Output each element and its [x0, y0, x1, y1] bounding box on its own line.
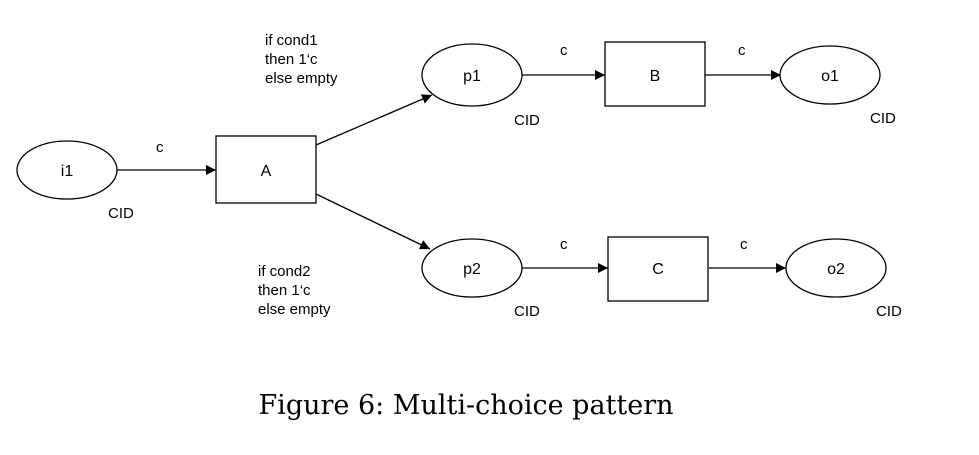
- arc-A-to-p2: [315, 193, 431, 250]
- transition-B: [604, 41, 706, 107]
- transition-B-label: B: [650, 68, 661, 85]
- place-o1: [779, 45, 881, 105]
- guard-p2-line-1: if cond2: [258, 263, 311, 280]
- place-p1-label: p1: [463, 68, 481, 85]
- transition-A: [215, 135, 317, 204]
- place-o2: [785, 238, 887, 298]
- arc-p2-C-inscription: c: [560, 236, 568, 253]
- transition-A-label: A: [261, 163, 272, 180]
- guard-p2-line-3: else empty: [258, 301, 331, 318]
- place-o2-colorset: CID: [876, 303, 902, 320]
- arc-A-to-p1: [315, 94, 433, 146]
- place-p1: [421, 43, 523, 107]
- place-p1-colorset: CID: [514, 112, 540, 129]
- place-i1-label: i1: [61, 163, 74, 180]
- place-i1: [16, 140, 118, 200]
- guard-p2-line-2: then 1‘c: [258, 282, 311, 299]
- place-o2-label: o2: [827, 261, 845, 278]
- arc-p1-B-inscription: c: [560, 42, 568, 59]
- arc-B-o1-inscription: c: [738, 42, 746, 59]
- transition-C: [607, 236, 709, 302]
- place-o1-label: o1: [821, 68, 839, 85]
- transition-C-label: C: [652, 261, 664, 278]
- guard-p1-line-2: then 1‘c: [265, 51, 318, 68]
- place-i1-colorset: CID: [108, 205, 134, 222]
- place-p2-label: p2: [463, 261, 481, 278]
- arc-i1-A-inscription: c: [156, 139, 164, 156]
- figure-caption: Figure 6: Multi-choice pattern: [258, 390, 673, 421]
- place-p2: [421, 238, 523, 298]
- place-p2-colorset: CID: [514, 303, 540, 320]
- guard-p1-line-1: if cond1: [265, 32, 318, 49]
- arc-C-o2-inscription: c: [740, 236, 748, 253]
- guard-p1-line-3: else empty: [265, 70, 338, 87]
- place-o1-colorset: CID: [870, 110, 896, 127]
